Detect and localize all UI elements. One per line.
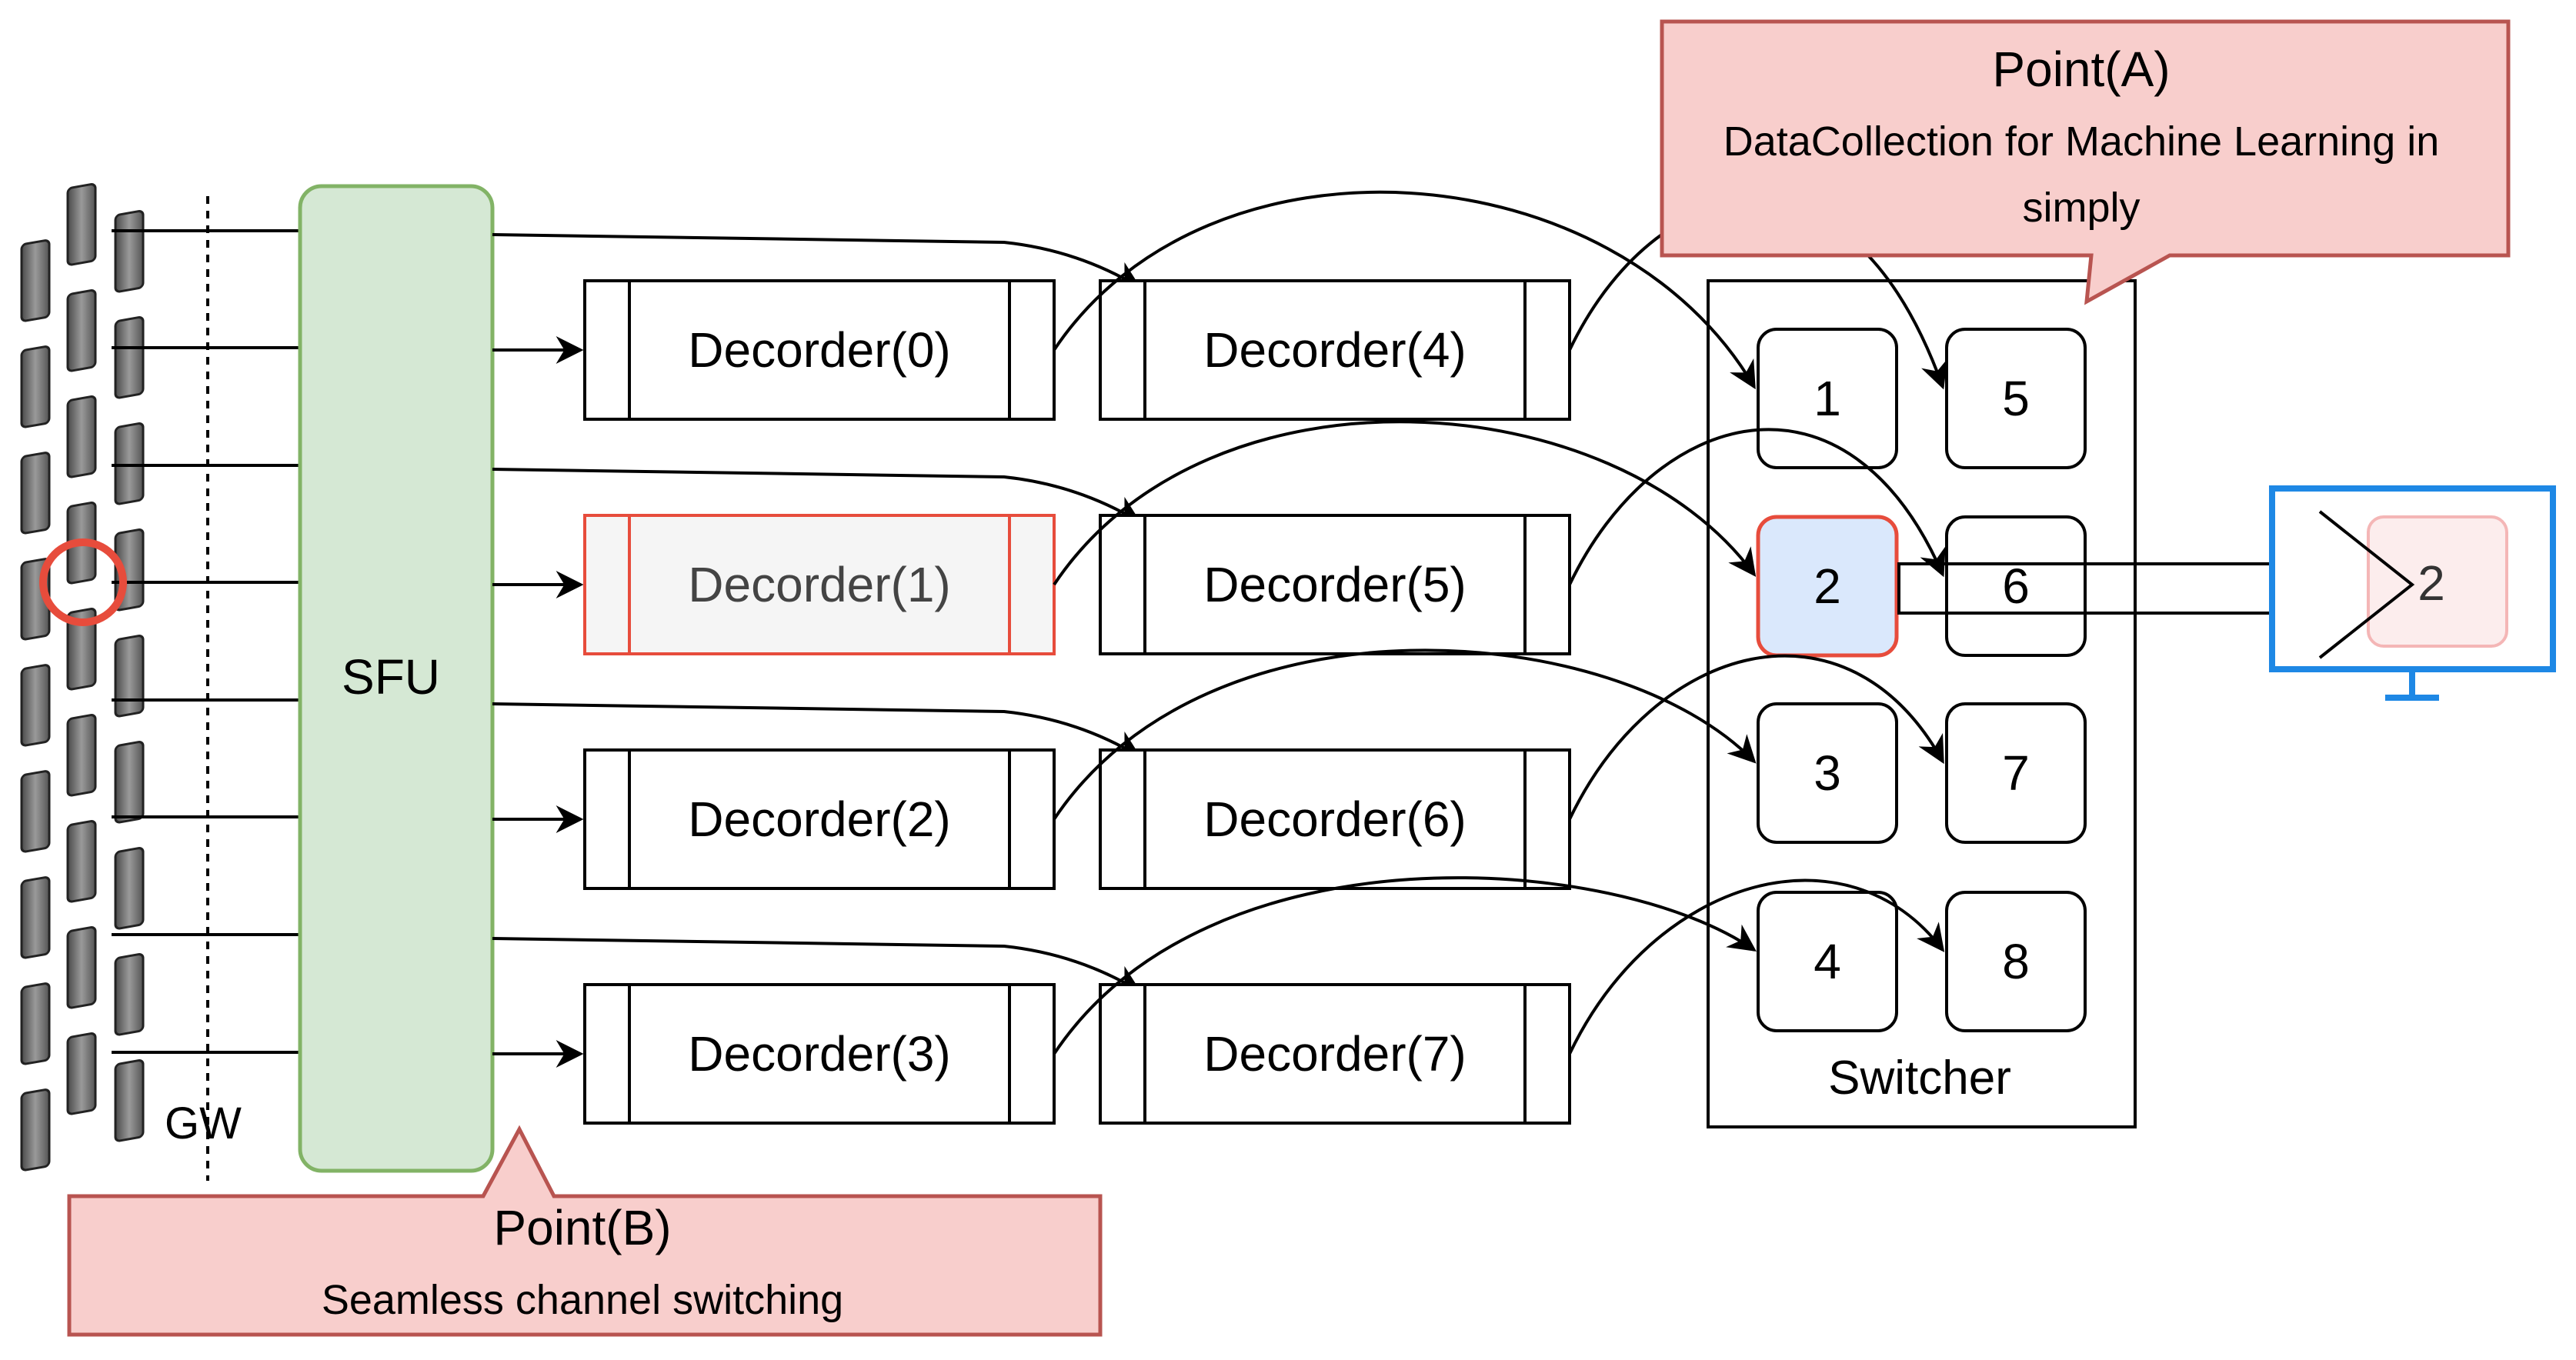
decoder-1[interactable]: Decorder(1) (583, 514, 1056, 655)
decoder-label: Decorder(2) (688, 792, 950, 847)
monitor-channel-label: 2 (2418, 555, 2445, 611)
camera-device[interactable] (66, 1032, 97, 1115)
channel-2[interactable]: 2 (1756, 515, 1899, 658)
decoder-label: Decorder(7) (1203, 1026, 1466, 1082)
monitor-channel-tile (2367, 515, 2508, 648)
point-a-desc-line2: simply (2022, 185, 2140, 231)
channel-5[interactable]: 5 (1945, 328, 2087, 469)
channel-label: 2 (1814, 558, 1841, 614)
channel-label: 8 (2002, 934, 2030, 989)
camera-device[interactable] (20, 876, 51, 959)
decoder-5[interactable]: Decorder(5) (1099, 514, 1571, 655)
decoder-label: Decorder(6) (1203, 792, 1466, 847)
output-arrow-head (2318, 510, 2415, 659)
channel-6[interactable]: 6 (1945, 515, 2087, 657)
sfu-to-decoder-arrow (492, 468, 1142, 523)
camera-device[interactable] (20, 664, 51, 747)
selected-camera-highlight (39, 538, 127, 626)
camera-device[interactable] (114, 1059, 145, 1142)
channel-label: 3 (1814, 745, 1841, 801)
channel-label: 7 (2002, 745, 2030, 801)
camera-device[interactable] (20, 982, 51, 1065)
point-a-title: Point(A) (1992, 42, 2170, 97)
monitor-icon[interactable]: 2 (2269, 485, 2556, 701)
decoder-3[interactable]: Decorder(3) (583, 983, 1056, 1125)
decoder-to-channel-curves (1053, 190, 1947, 1055)
camera-device[interactable] (114, 635, 145, 718)
decoder-label: Decorder(1) (688, 557, 950, 612)
channel-label: 1 (1814, 371, 1841, 426)
camera-device[interactable] (66, 183, 97, 266)
camera-device[interactable] (66, 926, 97, 1009)
sfu-to-decoder-arrow (492, 233, 1142, 288)
sfu-label: SFU (342, 649, 440, 705)
camera-device[interactable] (114, 847, 145, 930)
channel-4[interactable]: 4 (1757, 891, 1898, 1032)
decoder-to-channel-curve (1053, 648, 1757, 821)
sfu-to-decoder-arrow (492, 702, 1142, 758)
decoder-to-channel-curve (1568, 428, 1946, 585)
channel-1[interactable]: 1 (1757, 328, 1898, 469)
decoder-7[interactable]: Decorder(7) (1099, 983, 1571, 1125)
decoder-to-channel-curve (1053, 190, 1756, 390)
switcher-label: Switcher (1828, 1052, 2011, 1105)
decoder-4[interactable]: Decorder(4) (1099, 279, 1571, 421)
camera-device[interactable] (20, 345, 51, 428)
channel-label: 5 (2002, 371, 2030, 426)
camera-device[interactable] (20, 1088, 51, 1172)
decoder-group: Decorder(0) Decorder(1) Decorder(2) Decorde… (583, 279, 1571, 1125)
channel-3[interactable]: 3 (1757, 702, 1898, 844)
camera-device[interactable] (66, 714, 97, 797)
sfu-box[interactable] (298, 184, 495, 1173)
channel-8[interactable]: 8 (1945, 891, 2087, 1032)
decoder-6[interactable]: Decorder(6) (1099, 748, 1571, 890)
camera-device[interactable] (20, 452, 51, 535)
decoder-to-channel-curve (1053, 420, 1757, 586)
sfu-to-decoder-arrow (492, 937, 1142, 992)
decoder-label: Decorder(0) (688, 322, 950, 378)
camera-device[interactable] (66, 608, 97, 691)
camera-device[interactable] (20, 239, 51, 322)
camera-device[interactable] (66, 395, 97, 478)
camera-device[interactable] (66, 289, 97, 372)
decoder-label: Decorder(3) (688, 1026, 950, 1082)
camera-devices (20, 183, 145, 1172)
channel-label: 6 (2002, 558, 2030, 614)
channel-label: 4 (1814, 934, 1841, 989)
channel-7[interactable]: 7 (1945, 702, 2087, 844)
camera-device[interactable] (66, 820, 97, 903)
camera-input-lines (112, 229, 300, 1054)
camera-device[interactable] (114, 210, 145, 293)
camera-device[interactable] (114, 316, 145, 399)
camera-device[interactable] (114, 422, 145, 505)
decoder-label: Decorder(4) (1203, 322, 1466, 378)
decoder-label: Decorder(5) (1203, 557, 1466, 612)
decoder-to-channel-curve (1053, 876, 1757, 1055)
point-b-desc: Seamless channel switching (322, 1277, 843, 1323)
decoder-to-channel-curve (1568, 654, 1944, 820)
point-a-desc-line1: DataCollection for Machine Learning in (1723, 118, 2440, 165)
gw-label: GW (165, 1098, 242, 1148)
point-b-title: Point(B) (493, 1200, 671, 1255)
callout-point-b: Point(B) Seamless channel switching (67, 1125, 1103, 1337)
camera-device[interactable] (20, 770, 51, 853)
switcher-channels: 1 2 3 4 5 6 7 8 (1756, 328, 2087, 1032)
decoder-2[interactable]: Decorder(2) (583, 748, 1056, 890)
camera-device[interactable] (114, 953, 145, 1036)
decoder-0[interactable]: Decorder(0) (583, 279, 1056, 421)
connection-arrows (492, 233, 1142, 1068)
camera-device[interactable] (114, 741, 145, 824)
decoder-to-channel-curve (1568, 878, 1945, 1055)
callout-point-a: Point(A) DataCollection for Machine Lear… (1660, 19, 2511, 305)
